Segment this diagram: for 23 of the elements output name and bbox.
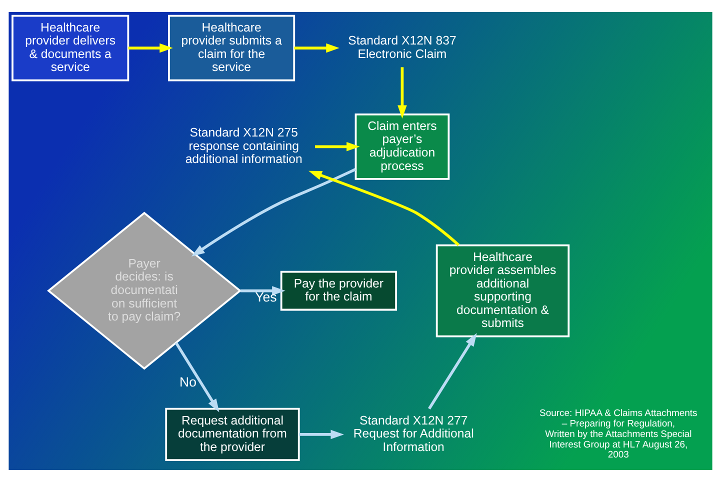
arrow (428, 332, 477, 409)
arrow (315, 141, 360, 151)
edge-label: Yes (255, 288, 277, 304)
node-text: Standard X12N 277 Request for Additional Information (353, 412, 474, 454)
node-box: Pay the provider for the claim (280, 270, 397, 310)
arrow (174, 342, 220, 412)
node-box: Healthcare provider assembles additional supporting documentation & submits (436, 244, 570, 337)
node-text: Standard X12N 275 response containing additional information (185, 125, 302, 166)
arrow (294, 42, 340, 52)
node-box: Request additional documentation from the provider (165, 407, 300, 460)
node-diamond: Payer decides: is documentati on sufficient to pay claim? (47, 211, 242, 370)
arrow (191, 168, 356, 256)
node-box: Healthcare provider delivers & documents a service (12, 14, 130, 81)
node-box: Healthcare provider submits a claim for the service (168, 14, 296, 81)
label: Source: HIPAA & Claims Attachments – Preparing for Regulation, Written by the Attachments Special Interest Group at HL7 August 26, 2003 (540, 407, 698, 460)
arrow (128, 42, 173, 52)
edge-label: No (180, 374, 196, 389)
arrow (240, 286, 286, 295)
node-box: Claim enters payer’s adjudication process (354, 112, 450, 180)
arrow (398, 66, 407, 118)
arrow (308, 170, 460, 246)
arrow (299, 429, 344, 439)
node-text: Standard X12N 837 Electronic Claim (348, 33, 456, 60)
